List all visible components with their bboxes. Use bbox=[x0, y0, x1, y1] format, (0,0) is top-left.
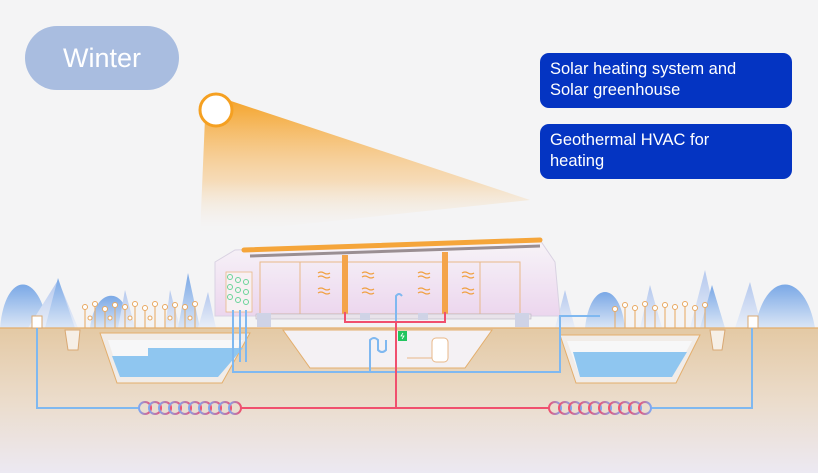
crops-right bbox=[612, 301, 708, 328]
label-line: heating bbox=[550, 152, 605, 170]
ground-heat-exchanger-left bbox=[138, 401, 242, 415]
water-tank-right bbox=[559, 334, 701, 384]
well-right bbox=[747, 315, 759, 329]
label-line: Solar greenhouse bbox=[550, 81, 681, 99]
sun-icon bbox=[198, 92, 234, 128]
label-geothermal-hvac: Geothermal HVAC for heating bbox=[540, 124, 792, 179]
sunlight-beam bbox=[200, 100, 530, 235]
water-tank-left bbox=[99, 332, 251, 384]
solar-greenhouse bbox=[214, 239, 561, 327]
season-badge: Winter bbox=[25, 26, 179, 90]
cold-pipes bbox=[36, 293, 753, 409]
heat-waves-icon bbox=[317, 271, 475, 295]
drain-left bbox=[64, 329, 81, 351]
heat-pump-unit bbox=[398, 331, 449, 363]
hot-pipes bbox=[240, 312, 550, 409]
solar-panel-roof bbox=[241, 237, 543, 258]
label-line: Geothermal HVAC for bbox=[550, 131, 710, 149]
ground-heat-exchanger-right bbox=[548, 401, 652, 415]
drain-right bbox=[709, 329, 726, 351]
label-solar-heating: Solar heating system and Solar greenhous… bbox=[540, 53, 792, 108]
well-left bbox=[31, 315, 43, 329]
crops-left bbox=[82, 301, 198, 328]
label-line: Solar heating system and bbox=[550, 60, 737, 78]
basement bbox=[282, 329, 493, 369]
